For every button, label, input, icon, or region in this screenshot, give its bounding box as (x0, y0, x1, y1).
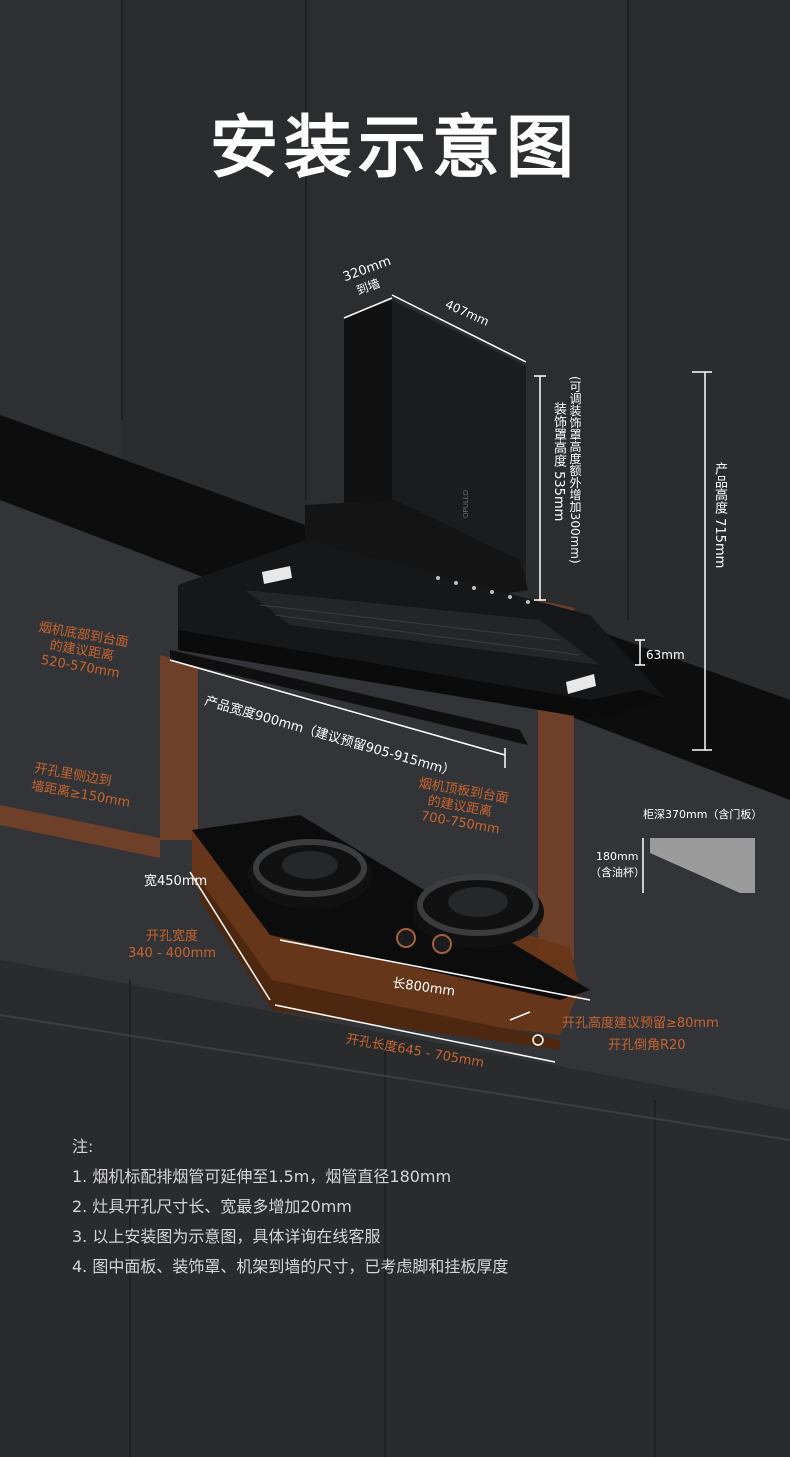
page-title: 安装示意图 (209, 109, 580, 188)
notes-heading: 注: (72, 1137, 94, 1156)
brand-logo: OPULLO (461, 490, 470, 518)
note-item: 2. 灶具开孔尺寸长、宽最多增加20mm (72, 1197, 352, 1216)
cabinet-lip-label: 180mm (596, 850, 639, 863)
note-item: 4. 图中面板、装饰罩、机架到墙的尺寸，已考虑脚和挂板厚度 (72, 1257, 509, 1276)
cabinet-lip-sub: （含油杯） (590, 866, 645, 879)
cabinet-depth-label: 柜深370mm（含门板） (643, 808, 763, 821)
product-height-label: 产品高度 715mm (712, 462, 727, 569)
note-item: 3. 以上安装图为示意图，具体详询在线客服 (72, 1227, 381, 1246)
hole-width-label: 开孔宽度 340 - 400mm (128, 929, 216, 961)
panel-height-label: 63mm (646, 648, 685, 662)
note-item: 1. 烟机标配排烟管可延伸至1.5m，烟管直径180mm (72, 1167, 452, 1186)
decor-note-label: (可调装饰罩高度额外增加300mm) (568, 376, 582, 564)
decor-height-label: 装饰罩高度 535mm (551, 402, 566, 522)
notes-section: 注: 1. 烟机标配排烟管可延伸至1.5m，烟管直径180mm 2. 灶具开孔尺… (72, 1132, 508, 1282)
hole-radius-label: 开孔倒角R20 (608, 1038, 686, 1053)
stove-width-label: 宽450mm (144, 874, 208, 889)
hole-height-label: 开孔高度建议预留≥80mm (562, 1016, 719, 1031)
